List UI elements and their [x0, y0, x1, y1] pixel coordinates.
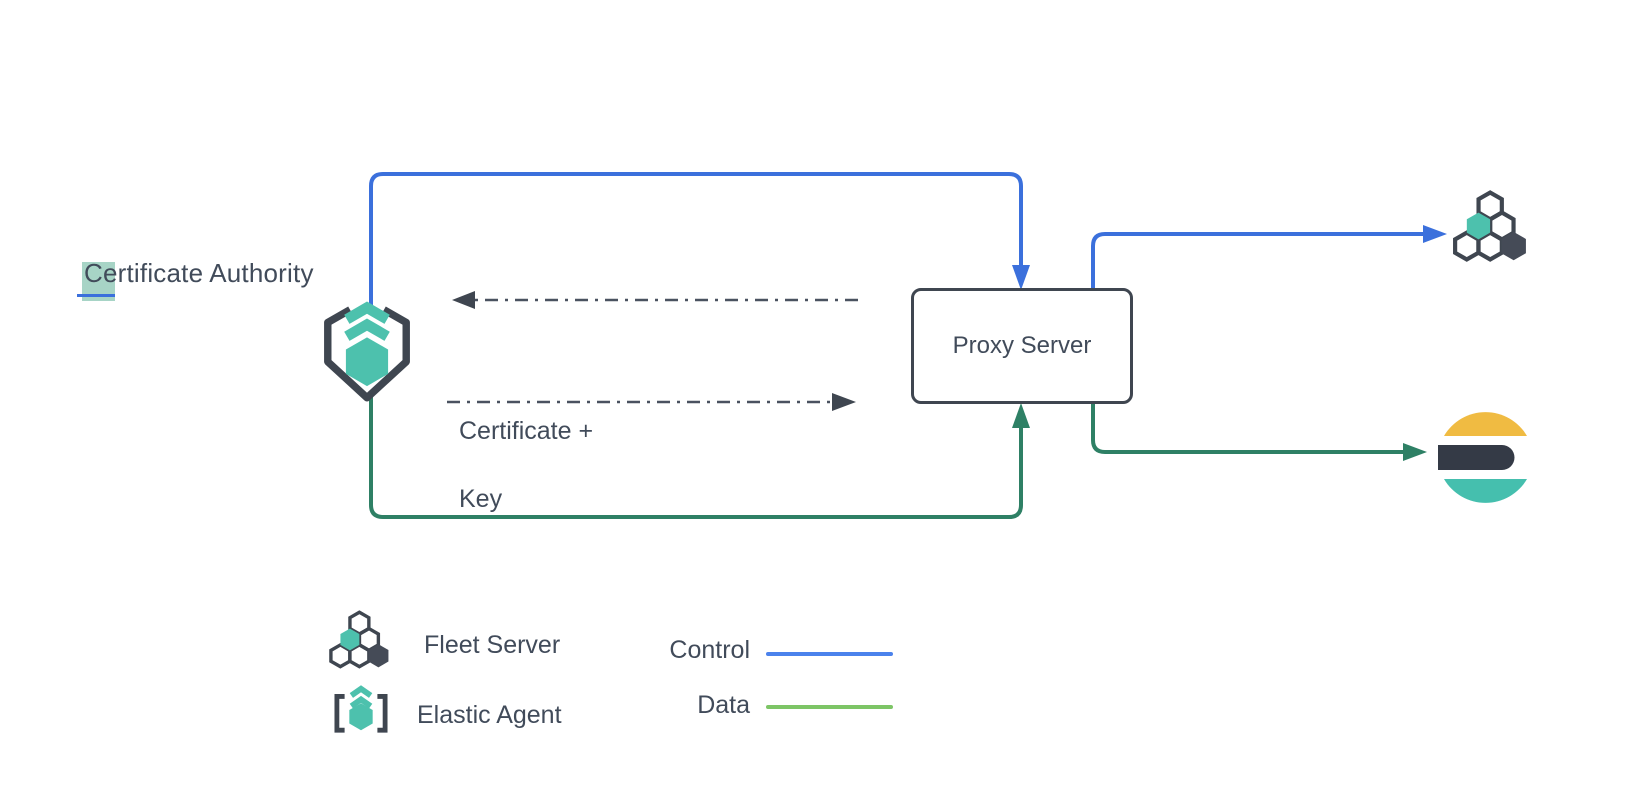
legend-fleet-server-icon: [322, 610, 390, 673]
legend-data-label: Data: [697, 691, 750, 719]
proxy-server-node[interactable]: Proxy Server: [911, 288, 1133, 404]
data-arrowhead-proxy: [1012, 403, 1030, 428]
collaborator-caret: [77, 294, 115, 297]
legend-control-line-swatch: [766, 652, 893, 656]
proxy-server-label: Proxy Server: [952, 332, 1092, 359]
elastic-agent-icon[interactable]: [312, 296, 422, 402]
control-arrowhead-proxy: [1012, 265, 1030, 290]
certificate-key-line1: Certificate +: [459, 417, 594, 445]
certificate-authority-label[interactable]: Certificate Authority: [84, 258, 314, 289]
data-connector-proxy-to-elasticsearch[interactable]: [1091, 404, 1404, 454]
data-arrowhead-elasticsearch: [1403, 443, 1427, 461]
fleet-server-icon[interactable]: [1444, 190, 1528, 267]
certkey-arrowhead-right: [832, 393, 856, 411]
legend-data-line-swatch: [766, 705, 893, 709]
elasticsearch-icon[interactable]: [1430, 399, 1530, 504]
certificate-key-line2: Key: [459, 485, 503, 513]
legend-elastic-agent-icon: [330, 682, 392, 736]
certificate-authority-label-rest: ertificate Authority: [102, 258, 314, 288]
control-connector-proxy-to-fleet[interactable]: [1091, 232, 1424, 288]
certificate-authority-highlight-char: C: [84, 258, 103, 288]
certificate-key-label[interactable]: Certificate + Key: [459, 414, 593, 516]
control-arrowhead-fleet: [1423, 225, 1447, 243]
certkey-arrowhead-left: [452, 291, 475, 309]
legend-control-label: Control: [669, 636, 750, 664]
legend-elastic-agent-label: Elastic Agent: [417, 701, 562, 729]
data-connector-agent-to-proxy[interactable]: [369, 394, 1023, 519]
control-connector-agent-to-proxy[interactable]: [369, 172, 1023, 310]
legend-fleet-server-label: Fleet Server: [424, 631, 561, 659]
